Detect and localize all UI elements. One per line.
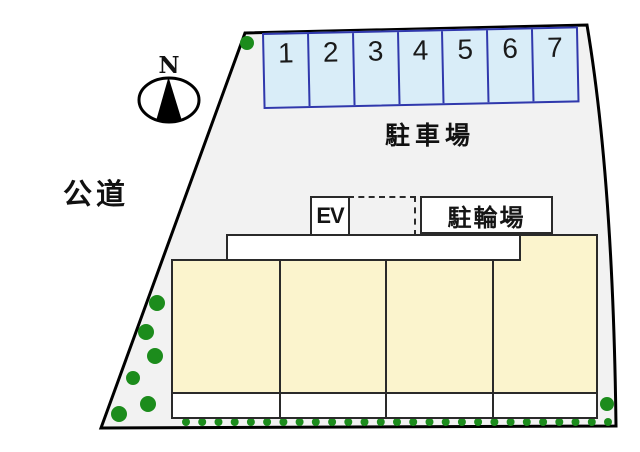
public-road-label: 公道 xyxy=(63,179,130,211)
tree-dot-icon xyxy=(376,418,385,426)
elevator-box: EV xyxy=(310,196,350,236)
parking-row: 1 2 3 4 5 6 7 xyxy=(262,26,580,109)
tree-dot-icon xyxy=(138,324,154,340)
parking-space-6: 6 xyxy=(486,29,533,103)
tree-dot-icon xyxy=(182,418,190,426)
parking-space-1: 1 xyxy=(264,34,308,107)
parking-lot-label: 駐車場 xyxy=(385,122,476,150)
tree-dot-icon xyxy=(263,418,272,426)
tree-dot-icon xyxy=(111,406,127,422)
tree-dot-icon xyxy=(474,418,483,426)
parking-space-number: 1 xyxy=(277,37,294,69)
tree-dot-icon xyxy=(441,418,450,426)
parking-space-number: 3 xyxy=(367,35,384,67)
tree-dot-icon xyxy=(311,418,320,426)
tree-dot-icon xyxy=(344,418,353,426)
unit4-raised-block xyxy=(519,234,598,261)
bicycle-parking-box: 駐輪場 xyxy=(420,196,553,234)
hedge-row xyxy=(182,418,612,426)
tree-dot-icon xyxy=(506,418,515,426)
tree-dot-icon xyxy=(600,397,614,411)
parking-space-number: 4 xyxy=(412,34,429,66)
parking-space-3: 3 xyxy=(351,32,399,106)
tree-dot-icon xyxy=(571,418,580,426)
storage-dashed-box xyxy=(348,196,416,236)
parking-space-7: 7 xyxy=(531,28,578,102)
tree-dot-icon xyxy=(539,418,548,426)
unit-divider xyxy=(385,260,387,417)
unit-divider xyxy=(492,260,494,417)
tree-dot-icon xyxy=(587,418,596,426)
bicycle-parking-label: 駐輪場 xyxy=(447,204,526,232)
tree-dot-icon xyxy=(149,295,165,311)
tree-dot-icon xyxy=(140,396,156,412)
north-label: N xyxy=(158,52,180,79)
parking-space-5: 5 xyxy=(441,30,488,104)
tree-dot-icon xyxy=(393,418,401,426)
tree-dot-icon xyxy=(295,418,304,426)
tree-dot-icon xyxy=(522,418,531,426)
tree-dot-icon xyxy=(555,418,564,426)
tree-dot-icon xyxy=(246,418,255,426)
compass-north-icon xyxy=(137,76,201,124)
elevator-label: EV xyxy=(316,203,344,228)
parking-space-2: 2 xyxy=(306,33,354,107)
parking-space-number: 2 xyxy=(322,36,339,68)
tree-dot-icon xyxy=(214,418,223,426)
corridor-strip xyxy=(226,234,521,261)
tree-dot-icon xyxy=(409,418,418,426)
tree-dot-icon xyxy=(604,418,612,426)
parking-space-number: 6 xyxy=(501,32,519,64)
building-block xyxy=(171,259,598,394)
tree-dot-icon xyxy=(425,418,434,426)
tree-dot-icon xyxy=(230,418,239,426)
tree-dot-icon xyxy=(279,418,288,426)
parking-space-number: 7 xyxy=(546,31,564,64)
unit-divider xyxy=(279,260,281,417)
tree-dot-icon xyxy=(328,418,337,426)
balcony-strip xyxy=(171,392,598,419)
tree-dot-icon xyxy=(360,418,369,426)
parking-space-number: 5 xyxy=(457,33,474,65)
parking-space-4: 4 xyxy=(396,31,443,105)
tree-dot-icon xyxy=(240,36,254,50)
tree-dot-icon xyxy=(198,418,207,426)
tree-dot-icon xyxy=(147,348,163,364)
tree-dot-icon xyxy=(126,371,140,385)
greenery-left xyxy=(111,36,614,422)
tree-dot-icon xyxy=(457,418,466,426)
tree-dot-icon xyxy=(490,418,499,426)
